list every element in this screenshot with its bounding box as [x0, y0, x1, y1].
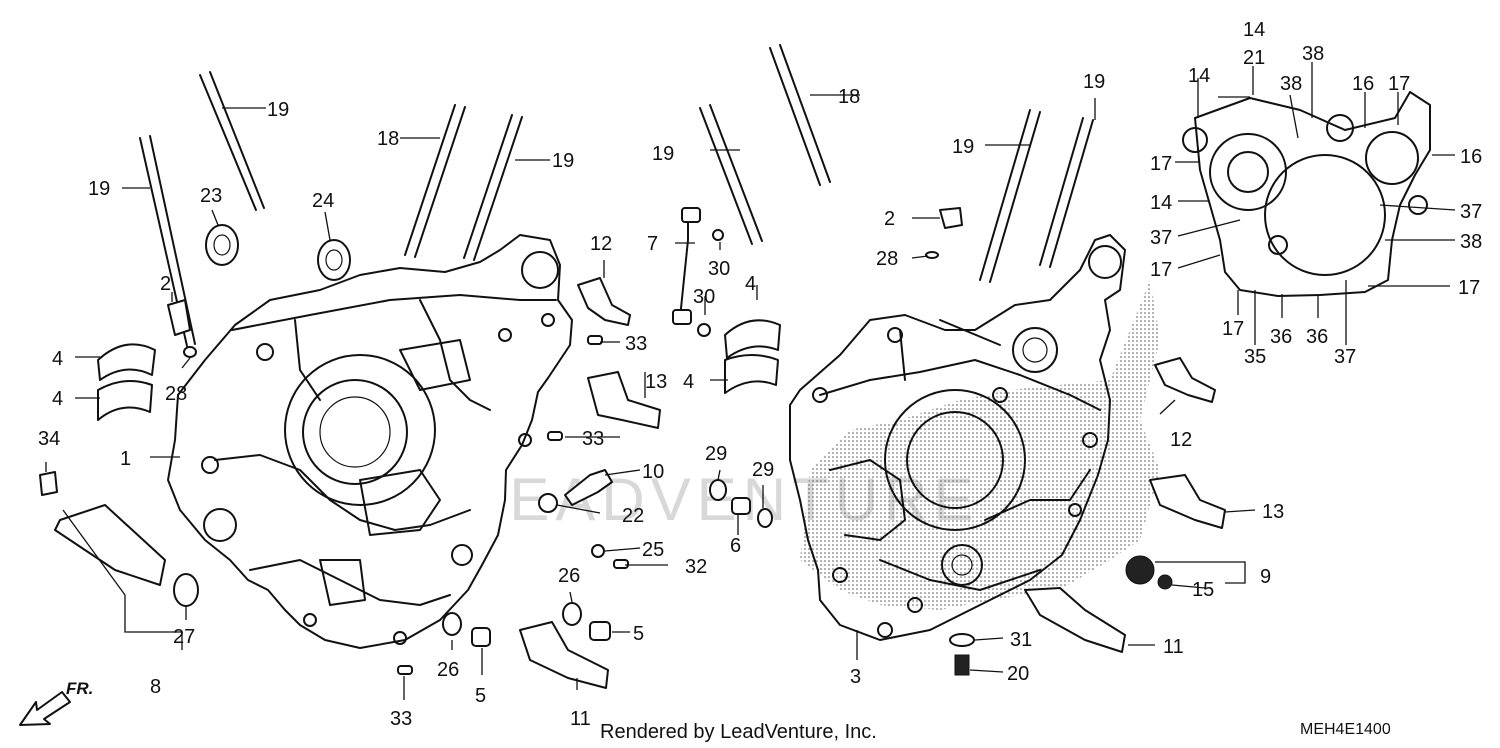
callout-38: 38 — [1280, 73, 1302, 95]
callout-36: 36 — [1306, 326, 1328, 348]
callout-4: 4 — [52, 388, 63, 410]
callout-13: 13 — [645, 371, 667, 393]
callout-18: 18 — [838, 86, 860, 108]
callout-21: 21 — [1243, 47, 1265, 69]
callout-2: 2 — [884, 208, 895, 230]
callout-17: 17 — [1150, 153, 1172, 175]
callout-38: 38 — [1302, 43, 1324, 65]
callout-19: 19 — [952, 136, 974, 158]
callout-18: 18 — [377, 128, 399, 150]
callout-3: 3 — [850, 666, 861, 688]
right-crankcase — [789, 234, 1160, 641]
callout-36: 36 — [1270, 326, 1292, 348]
callout-19: 19 — [1083, 71, 1105, 93]
callout-34: 34 — [38, 428, 60, 450]
callout-19: 19 — [88, 178, 110, 200]
leader-lines — [45, 62, 1456, 700]
callout-6: 6 — [730, 535, 741, 557]
callout-33: 33 — [582, 428, 604, 450]
callout-37: 37 — [1150, 227, 1172, 249]
callout-14: 14 — [1150, 192, 1172, 214]
callout-19: 19 — [552, 150, 574, 172]
callout-8: 8 — [150, 676, 161, 698]
credit-text: Rendered by LeadVenture, Inc. — [600, 721, 877, 743]
callout-12: 12 — [590, 233, 612, 255]
callout-14: 14 — [1188, 65, 1210, 87]
callout-11: 11 — [1163, 636, 1184, 658]
diagram-code: MEH4E1400 — [1300, 721, 1391, 738]
stud-bolts — [139, 44, 1094, 347]
callout-30: 30 — [693, 286, 715, 308]
callout-27: 27 — [173, 626, 195, 648]
callout-31: 31 — [1010, 629, 1032, 651]
callout-10: 10 — [642, 461, 664, 483]
callout-37: 37 — [1460, 201, 1482, 223]
callout-11: 11 — [570, 708, 591, 730]
callout-17: 17 — [1150, 259, 1172, 281]
callout-28: 28 — [165, 383, 187, 405]
callout-23: 23 — [200, 185, 222, 207]
callout-7: 7 — [647, 233, 658, 255]
callout-38: 38 — [1460, 231, 1482, 253]
left-crankcase — [167, 234, 573, 649]
callout-15: 15 — [1192, 579, 1214, 601]
callout-35: 35 — [1244, 346, 1266, 368]
callout-5: 5 — [633, 623, 644, 645]
callout-17: 17 — [1222, 318, 1244, 340]
callout-13: 13 — [1262, 501, 1284, 523]
callout-28: 28 — [876, 248, 898, 270]
callout-32: 32 — [685, 556, 707, 578]
callout-33: 33 — [390, 708, 412, 730]
front-arrow-icon — [19, 691, 71, 726]
callout-17: 17 — [1388, 73, 1410, 95]
callout-20: 20 — [1007, 663, 1029, 685]
callout-4: 4 — [745, 273, 756, 295]
callout-14: 14 — [1243, 19, 1265, 41]
callout-37: 37 — [1334, 346, 1356, 368]
front-label: FR. — [66, 679, 93, 698]
callout-19: 19 — [267, 99, 289, 121]
callout-12: 12 — [1170, 429, 1192, 451]
callout-24: 24 — [312, 190, 334, 212]
callout-26: 26 — [558, 565, 580, 587]
callout-30: 30 — [708, 258, 730, 280]
callout-25: 25 — [642, 539, 664, 561]
small-parts — [39, 207, 1226, 689]
callout-29: 29 — [752, 459, 774, 481]
callout-9: 9 — [1260, 566, 1271, 588]
cover-gasket — [1182, 91, 1431, 297]
callout-5: 5 — [475, 685, 486, 707]
callout-1: 1 — [120, 448, 131, 470]
callout-4: 4 — [52, 348, 63, 370]
callout-19: 19 — [652, 143, 674, 165]
callout-29: 29 — [705, 443, 727, 465]
callout-33: 33 — [625, 333, 647, 355]
callout-2: 2 — [160, 273, 171, 295]
front-direction-indicator: FR. — [19, 679, 93, 726]
callout-16: 16 — [1460, 146, 1482, 168]
callout-22: 22 — [622, 505, 644, 527]
callout-26: 26 — [437, 659, 459, 681]
callout-numbers: 19 19 18 19 23 24 2 4 4 28 34 1 27 8 12 … — [38, 19, 1482, 730]
callout-17: 17 — [1458, 277, 1480, 299]
callout-4: 4 — [683, 371, 694, 393]
callout-16: 16 — [1352, 73, 1374, 95]
